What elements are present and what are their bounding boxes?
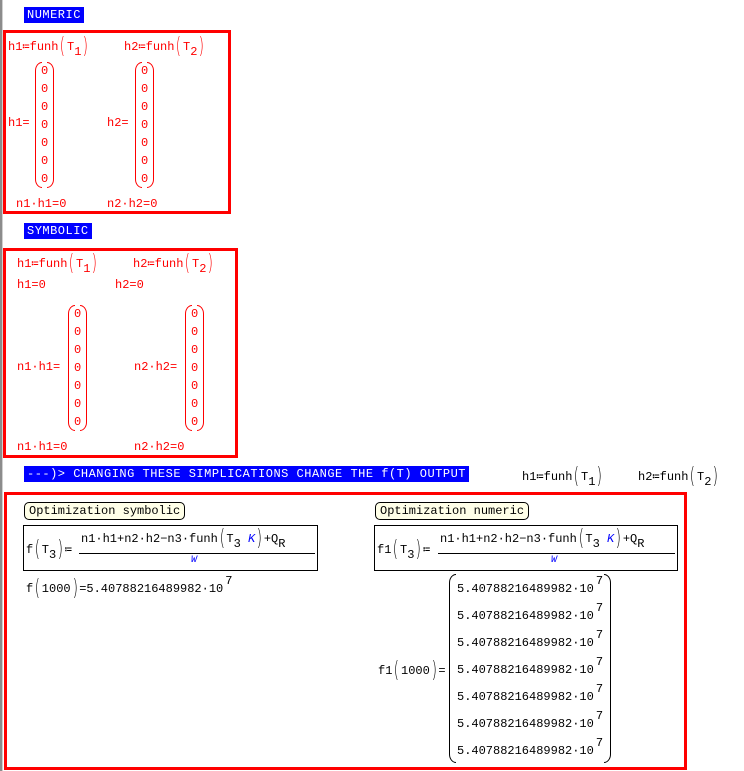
numeric-n1h1-eval[interactable]: n1·h1=0 [16,197,67,211]
vector-cell: 0 [41,100,49,114]
numeric-header[interactable]: NUMERIC [24,7,84,23]
vector-cell: 0 [191,415,199,429]
vector-cell: 0 [41,172,49,186]
worksheet-left-border [0,0,2,771]
f1-fraction-bar [438,553,675,554]
optimization-numeric-note[interactable]: Optimization numeric [375,502,530,520]
symbolic-def-h1[interactable]: h1≔funh(T1) [17,251,98,277]
numeric-n2h2-eval[interactable]: n2·h2=0 [107,197,158,211]
vector-cell: 0 [74,415,82,429]
vector-cell: 0 [41,136,49,150]
symbolic-region[interactable] [3,248,238,458]
numeric-h1-lhs[interactable]: h1= [8,116,30,130]
optimization-region[interactable] [4,492,687,770]
f1-result-lhs[interactable]: f1(1000)= [378,658,446,683]
worksheet-left-border-inner [2,0,3,771]
f1-definition-lhs: f1(T3)≔ [377,537,431,563]
vector-cell: 0 [141,136,149,150]
numeric-h1-vector[interactable]: 0 0 0 0 0 0 0 [35,62,55,188]
vector-cell: 0 [141,64,149,78]
symbolic-n2h2-lhs[interactable]: n2·h2= [134,360,178,374]
symbolic-header[interactable]: SYMBOLIC [24,223,92,239]
numeric-def-h2[interactable]: h2≔funh(T2) [124,34,205,60]
vector-cell: 5.40788216489982·107 [457,601,604,623]
f-numerator: n1·h1+n2·h2−n3·funh(T3 K)+QR [81,526,286,552]
vector-cell: 0 [41,118,49,132]
vector-cell: 0 [191,325,199,339]
symbolic-def-h2[interactable]: h2≔funh(T2) [133,251,214,277]
changing-def-h2[interactable]: h2≔funh(T2) [638,464,719,490]
changing-header[interactable]: ---)> CHANGING THESE SIMPLICATIONS CHANG… [24,466,469,482]
vector-cell: 0 [74,397,82,411]
vector-cell: 0 [41,82,49,96]
vector-cell: 0 [41,154,49,168]
vector-cell: 0 [191,361,199,375]
symbolic-n1h1-lhs[interactable]: n1·h1= [17,360,61,374]
vector-cell: 0 [191,343,199,357]
symbolic-n2h2-vector[interactable]: 0 0 0 0 0 0 0 [185,305,205,431]
numeric-h2-vector[interactable]: 0 0 0 0 0 0 0 [135,62,155,188]
symbolic-n2h2-eval[interactable]: n2·h2=0 [134,440,185,454]
vector-cell: 0 [141,118,149,132]
vector-cell: 0 [74,361,82,375]
vector-cell: 0 [74,343,82,357]
vector-cell: 0 [191,397,199,411]
numeric-h2-lhs[interactable]: h2= [107,116,129,130]
symbolic-h1-eval[interactable]: h1=0 [17,278,46,292]
vector-cell: 0 [191,379,199,393]
vector-cell: 0 [141,154,149,168]
f1-definition-box[interactable]: f1(T3)≔ n1·h1+n2·h2−n3·funh(T3 K)+QR W [374,525,678,571]
vector-cell: 0 [191,307,199,321]
vector-cell: 5.40788216489982·107 [457,628,604,650]
vector-cell: 5.40788216489982·107 [457,655,604,677]
vector-cell: 0 [74,307,82,321]
vector-cell: 0 [74,379,82,393]
f1-result-vector[interactable]: 5.40788216489982·107 5.40788216489982·107… [449,574,612,763]
optimization-symbolic-note[interactable]: Optimization symbolic [24,502,186,520]
f-fraction-bar [79,553,315,554]
vector-cell: 0 [41,64,49,78]
changing-def-h1[interactable]: h1≔funh(T1) [522,464,603,490]
symbolic-n1h1-vector[interactable]: 0 0 0 0 0 0 0 [68,305,88,431]
symbolic-h2-eval[interactable]: h2=0 [115,278,144,292]
vector-cell: 5.40788216489982·107 [457,574,604,596]
f-denominator: W [191,555,198,566]
f-result[interactable]: f(1000)=5.40788216489982·107 [26,574,233,601]
vector-cell: 0 [141,100,149,114]
numeric-def-h1[interactable]: h1≔funh(T1) [8,34,89,60]
f1-numerator: n1·h1+n2·h2−n3·funh(T3 K)+QR [440,526,645,552]
numeric-region[interactable] [3,30,231,214]
f-definition-lhs: f(T3)≔ [26,537,73,563]
vector-cell: 5.40788216489982·107 [457,709,604,731]
f1-denominator: W [551,555,558,566]
f-definition-box[interactable]: f(T3)≔ n1·h1+n2·h2−n3·funh(T3 K)+QR W [23,525,318,571]
symbolic-n1h1-eval[interactable]: n1·h1=0 [17,440,68,454]
vector-cell: 0 [74,325,82,339]
vector-cell: 5.40788216489982·107 [457,736,604,758]
vector-cell: 5.40788216489982·107 [457,682,604,704]
vector-cell: 0 [141,172,149,186]
vector-cell: 0 [141,82,149,96]
